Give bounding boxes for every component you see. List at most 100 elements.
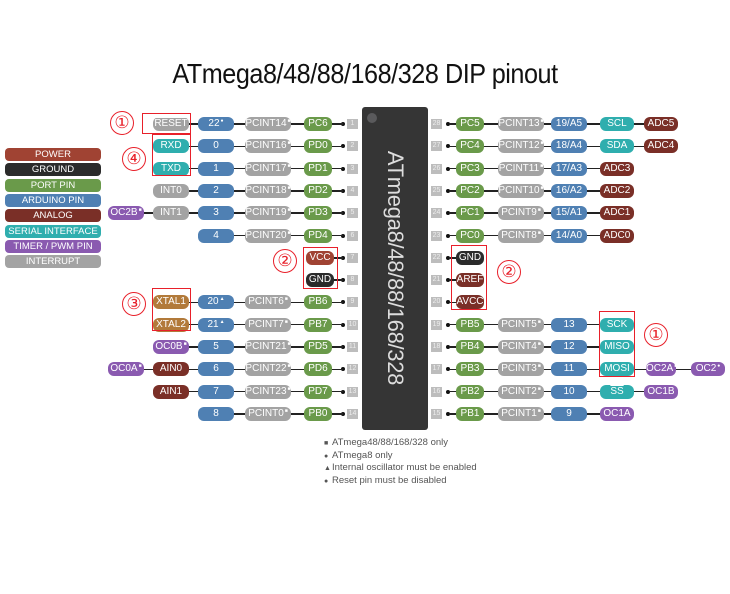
pill-text: PCINT17 xyxy=(245,162,287,174)
pin-number-15: 15 xyxy=(431,408,442,419)
pill-text: AIN1 xyxy=(159,385,183,397)
pin-16-label-ss: SS xyxy=(600,384,634,399)
pin-16-label-pcint2: PCINT2■ xyxy=(498,384,544,399)
footnote-3: ▲Internal oscillator must be enabled xyxy=(324,462,477,475)
callout-box-power-right xyxy=(451,245,487,310)
pin-connector-dot xyxy=(341,144,345,149)
pin-24-label-adc1: ADC1 xyxy=(600,206,634,221)
pin-connector-dot xyxy=(446,389,450,394)
footnotes: ■ATmega48/88/168/328 only ●ATmega8 only … xyxy=(324,437,477,487)
callout-number-3: ③ xyxy=(122,292,146,316)
pin-connector-dot xyxy=(341,411,345,416)
footnote-marker-icon: ■ xyxy=(138,363,142,370)
footnote-marker-icon: ■ xyxy=(138,207,142,214)
legend-item-arduino: ARDUINO PIN xyxy=(5,193,101,207)
pin-6-label-pcint20: PCINT20■ xyxy=(245,228,291,243)
pin-11-label-pd5: PD5 xyxy=(304,340,332,354)
pill-text: SS xyxy=(610,385,624,397)
footnote-text: Internal oscillator must be enabled xyxy=(332,462,477,473)
pin-1-label-pc6: PC6 xyxy=(304,117,332,131)
pill-text: PD5 xyxy=(308,341,328,352)
pin-number-26: 26 xyxy=(431,163,442,174)
pin-13-label-pd7: PD7 xyxy=(304,384,332,399)
pill-text: 10 xyxy=(563,385,575,397)
pill-text: RESET xyxy=(154,118,188,129)
pin-connector-dot xyxy=(446,300,450,305)
pin-number-22: 22 xyxy=(431,252,442,263)
footnote-marker-icon: ■ xyxy=(537,207,541,214)
pill-text: MISO xyxy=(604,341,630,352)
pin-28-label-pcint13: PCINT13■ xyxy=(498,117,544,131)
footnote-marker-icon: ● xyxy=(717,363,721,370)
pill-text: RXD xyxy=(160,140,182,152)
pin-12-label-pd6: PD6 xyxy=(304,362,332,377)
pill-text: 11 xyxy=(563,363,575,375)
pin-14-label-pcint0: PCINT0■ xyxy=(245,406,291,421)
pill-text: OC2A xyxy=(646,363,674,375)
pin-17-label-pb3: PB3 xyxy=(456,362,484,377)
pin-2-label-0: 0 xyxy=(198,139,234,154)
footnote-marker-icon: ■ xyxy=(537,385,541,392)
pin-1-label-reset: RESET xyxy=(153,117,189,131)
pin-number-13: 13 xyxy=(347,386,358,397)
footnote-marker-icon: ▲ xyxy=(219,296,225,303)
pin-wire xyxy=(126,212,343,214)
pin-number-16: 16 xyxy=(431,386,442,397)
pin-26-label-pcint11: PCINT11■ xyxy=(498,161,544,176)
footnote-text: Reset pin must be disabled xyxy=(332,474,447,486)
pin-connector-dot xyxy=(446,144,450,149)
pin-19-label-13: 13 xyxy=(551,317,587,332)
pin-17-label-oc2a: OC2A■ xyxy=(646,362,677,377)
pin-9-label-pcint6: PCINT6■ xyxy=(245,295,291,310)
pin-10-label-pb7: PB7 xyxy=(304,317,332,332)
callout-box-reset xyxy=(142,113,191,134)
footnote-2: ●ATmega8 only xyxy=(324,450,477,463)
pill-text: 6 xyxy=(213,363,219,375)
pill-text: ADC0 xyxy=(603,229,631,241)
pin-11-label-5: 5 xyxy=(198,340,234,354)
pill-text: AVCC xyxy=(456,296,484,308)
footnote-marker-icon: ■ xyxy=(287,207,291,214)
pin-connector-dot xyxy=(341,389,345,394)
pin-connector-dot xyxy=(341,255,345,260)
pin-2-label-pcint16: PCINT16■ xyxy=(245,139,291,154)
pin-connector-dot xyxy=(341,211,345,216)
pill-text: 8 xyxy=(213,407,219,419)
pin-23-label-pcint8: PCINT8■ xyxy=(498,228,544,243)
pin-14-label-8: 8 xyxy=(198,406,234,421)
pin-number-4: 4 xyxy=(347,185,358,196)
pin-number-2: 2 xyxy=(347,141,358,152)
pin1-notch-icon xyxy=(367,113,377,123)
footnote-text: ATmega48/88/168/328 only xyxy=(332,437,449,448)
pin-23-label-adc0: ADC0 xyxy=(600,228,634,243)
pin-connector-dot xyxy=(341,122,345,126)
triangle-marker-icon: ▲ xyxy=(324,465,331,472)
pin-17-label-11: 11 xyxy=(551,362,587,377)
pin-1-label-pcint14: PCINT14■ xyxy=(245,117,291,131)
pin-connector-dot xyxy=(446,211,450,216)
pin-wire xyxy=(126,368,343,371)
pill-text: PCINT19 xyxy=(245,207,287,219)
pill-text: PCINT22 xyxy=(245,363,287,375)
pill-text: GND xyxy=(458,251,482,263)
footnote-marker-icon: ■ xyxy=(287,341,291,347)
pill-text: PD6 xyxy=(308,363,328,375)
callout-box-power-left xyxy=(303,247,338,289)
pill-text: 0 xyxy=(213,140,219,152)
legend-item-serial: SERIAL INTERFACE xyxy=(5,224,101,238)
pill-text: 21 xyxy=(207,318,219,330)
pill-text: 15/A1 xyxy=(555,207,583,219)
pill-text: PCINT14 xyxy=(245,118,287,129)
pin-25-label-pcint10: PCINT10■ xyxy=(498,183,544,198)
pin-23-label-14a0: 14/A0 xyxy=(551,228,587,243)
pill-text: PCINT4 xyxy=(501,341,537,352)
pin-connector-dot xyxy=(341,300,345,305)
pill-text: PCINT2 xyxy=(501,385,537,397)
pin-10-label-pcint7: PCINT7■ xyxy=(245,317,291,332)
pill-text: TXD xyxy=(161,162,181,174)
pill-text: SDA xyxy=(606,140,628,152)
footnote-marker-icon: ● xyxy=(220,118,224,124)
pin-1-label-22: 22● xyxy=(198,117,234,131)
chip-label: ATmega8/48/88/168/328 xyxy=(383,150,408,386)
pin-26-label-17a3: 17/A3 xyxy=(551,161,587,176)
